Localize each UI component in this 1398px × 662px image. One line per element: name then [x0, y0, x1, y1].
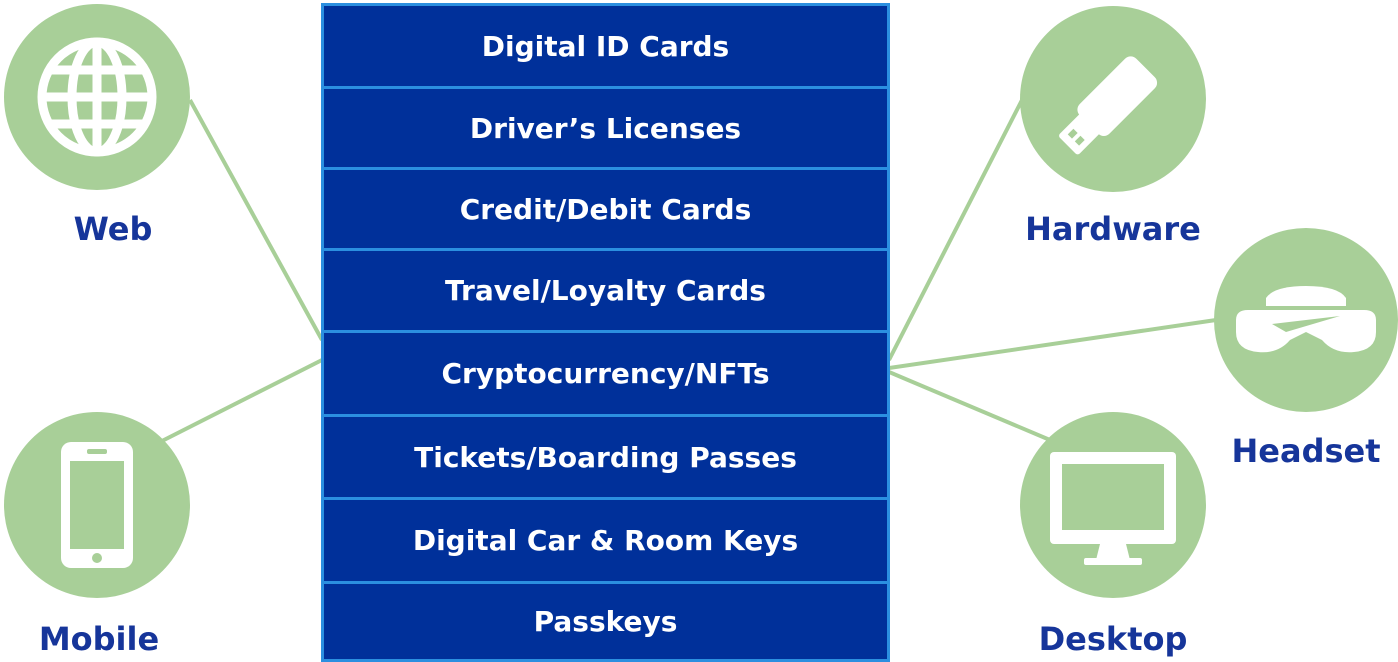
row-divider — [324, 167, 887, 170]
list-item-digital-id-cards: Digital ID Cards — [324, 6, 887, 86]
hardware-label: Hardware — [1025, 210, 1201, 248]
usb-key-icon — [1059, 56, 1158, 155]
row-divider — [324, 248, 887, 251]
row-divider — [324, 414, 887, 417]
headset-label: Headset — [1231, 432, 1381, 470]
connector-desktop — [888, 370, 1051, 442]
hardware-node — [1020, 6, 1206, 192]
headset-node — [1214, 228, 1398, 412]
list-item-travel-loyalty-cards: Travel/Loyalty Cards — [324, 251, 887, 330]
list-item-credit-debit-cards: Credit/Debit Cards — [324, 170, 887, 248]
row-divider — [324, 330, 887, 333]
list-item-passkeys: Passkeys — [324, 584, 887, 659]
connector-hardware — [887, 99, 1024, 361]
row-divider — [324, 581, 887, 584]
list-item-tickets-boarding-passes: Tickets/Boarding Passes — [324, 417, 887, 497]
list-item-drivers-licenses: Driver’s Licenses — [324, 89, 887, 167]
list-item-digital-car-room-keys: Digital Car & Room Keys — [324, 500, 887, 581]
globe-icon — [37, 37, 157, 157]
row-divider — [324, 497, 887, 500]
connector-mobile — [159, 358, 323, 444]
mobile-label: Mobile — [38, 620, 160, 658]
row-divider — [324, 86, 887, 89]
desktop-node — [1020, 412, 1206, 598]
smartphone-icon — [61, 442, 133, 568]
desktop-label: Desktop — [1038, 620, 1188, 658]
web-node — [4, 4, 190, 190]
connector-headset — [888, 318, 1217, 370]
mobile-node — [4, 412, 190, 598]
credential-types-list: Digital ID Cards Driver’s Licenses Credi… — [321, 3, 890, 662]
web-label: Web — [73, 210, 153, 248]
monitor-icon — [1050, 452, 1176, 565]
list-item-cryptocurrency-nfts: Cryptocurrency/NFTs — [324, 333, 887, 414]
connector-web — [188, 99, 324, 341]
vr-headset-icon — [1236, 286, 1376, 353]
